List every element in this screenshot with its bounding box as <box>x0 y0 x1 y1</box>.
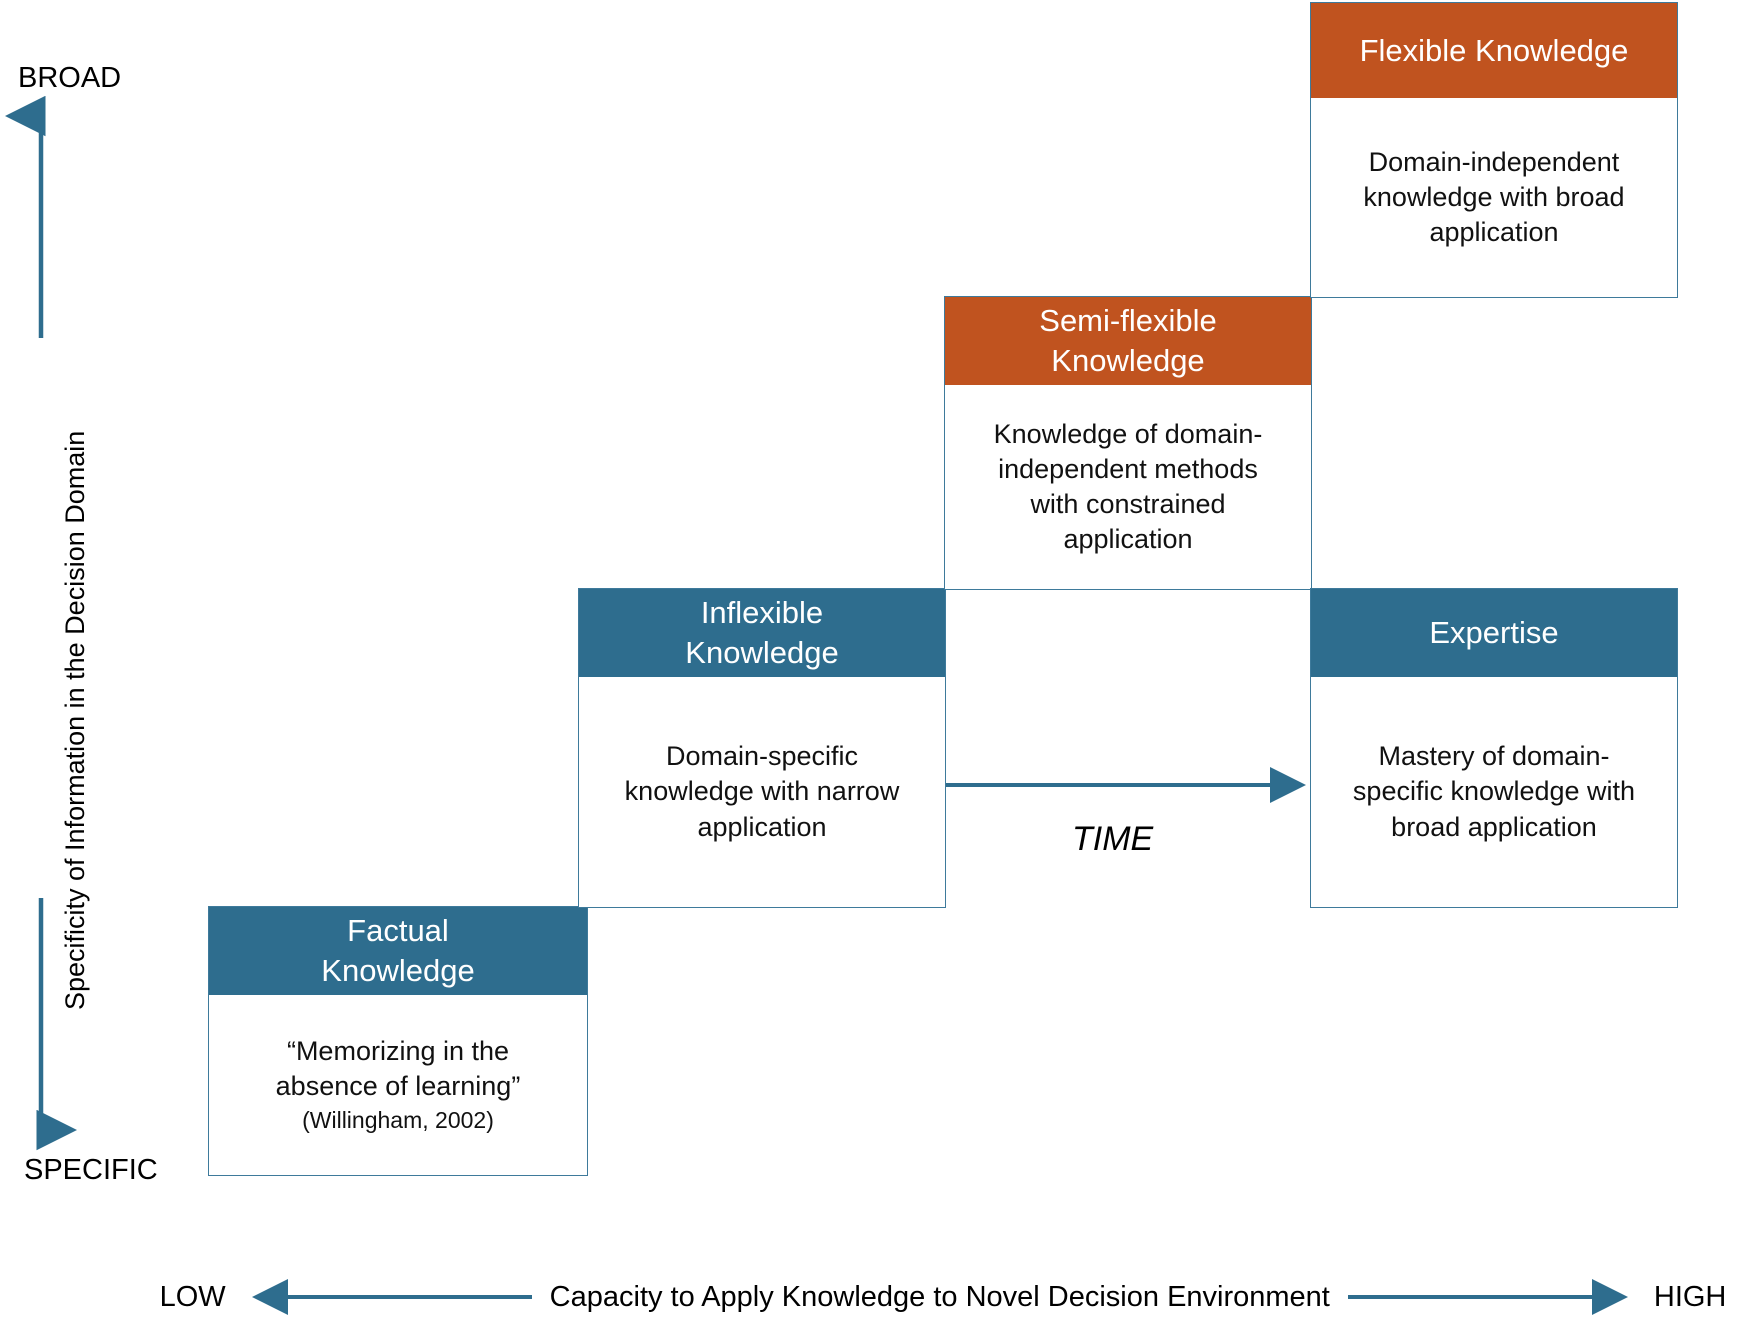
stage-title-semi-flexible-knowledge: Semi-flexible Knowledge <box>945 297 1311 385</box>
stage-body-semi-flexible-knowledge: Knowledge of domain- independent methods… <box>945 385 1311 589</box>
stage-description-expertise: Mastery of domain- specific knowledge wi… <box>1352 741 1636 842</box>
stage-box-factual-knowledge[interactable]: Factual Knowledge “Memorizing in the abs… <box>208 906 588 1176</box>
stage-description-flexible-knowledge: Domain-independent knowledge with broad … <box>1363 146 1625 248</box>
stage-body-flexible-knowledge: Domain-independent knowledge with broad … <box>1311 98 1677 297</box>
stage-description-factual-knowledge: “Memorizing in the absence of learning” <box>275 1035 521 1102</box>
stage-description-inflexible-knowledge: Domain-specific knowledge with narrow ap… <box>624 741 900 842</box>
time-arrow <box>946 767 1306 803</box>
x-axis-low-label: LOW <box>159 1280 226 1313</box>
x-axis: LOW Capacity to Apply Knowledge to Novel… <box>0 1268 1750 1326</box>
stage-box-semi-flexible-knowledge[interactable]: Semi-flexible Knowledge Knowledge of dom… <box>944 296 1312 590</box>
stage-title-inflexible-knowledge: Inflexible Knowledge <box>579 589 945 677</box>
stage-body-inflexible-knowledge: Domain-specific knowledge with narrow ap… <box>579 677 945 907</box>
y-axis-arrow <box>5 95 77 1151</box>
stage-box-expertise[interactable]: Expertise Mastery of domain- specific kn… <box>1310 588 1678 908</box>
x-axis-title: Capacity to Apply Knowledge to Novel Dec… <box>549 1280 1330 1313</box>
stage-title-expertise: Expertise <box>1311 589 1677 677</box>
stage-citation-factual-knowledge: (Willingham, 2002) <box>302 1107 494 1134</box>
x-axis-left-arrow <box>251 1279 532 1315</box>
x-axis-high-label: HIGH <box>1653 1280 1727 1313</box>
stage-title-flexible-knowledge: Flexible Knowledge <box>1311 3 1677 98</box>
y-axis-title: Specificity of Information in the Decisi… <box>60 430 90 1010</box>
stage-box-flexible-knowledge[interactable]: Flexible Knowledge Domain-independent kn… <box>1310 2 1678 298</box>
time-arrow-label: TIME <box>1072 820 1154 858</box>
stage-body-factual-knowledge: “Memorizing in the absence of learning” … <box>209 995 587 1175</box>
y-axis-bottom-label: SPECIFIC <box>24 1154 158 1186</box>
x-axis-right-arrow <box>1347 1279 1628 1315</box>
stage-description-semi-flexible-knowledge: Knowledge of domain- independent methods… <box>993 418 1263 555</box>
stage-body-expertise: Mastery of domain- specific knowledge wi… <box>1311 677 1677 907</box>
stage-title-factual-knowledge: Factual Knowledge <box>209 907 587 995</box>
y-axis-top-label: BROAD <box>18 62 122 94</box>
stage-box-inflexible-knowledge[interactable]: Inflexible Knowledge Domain-specific kno… <box>578 588 946 908</box>
